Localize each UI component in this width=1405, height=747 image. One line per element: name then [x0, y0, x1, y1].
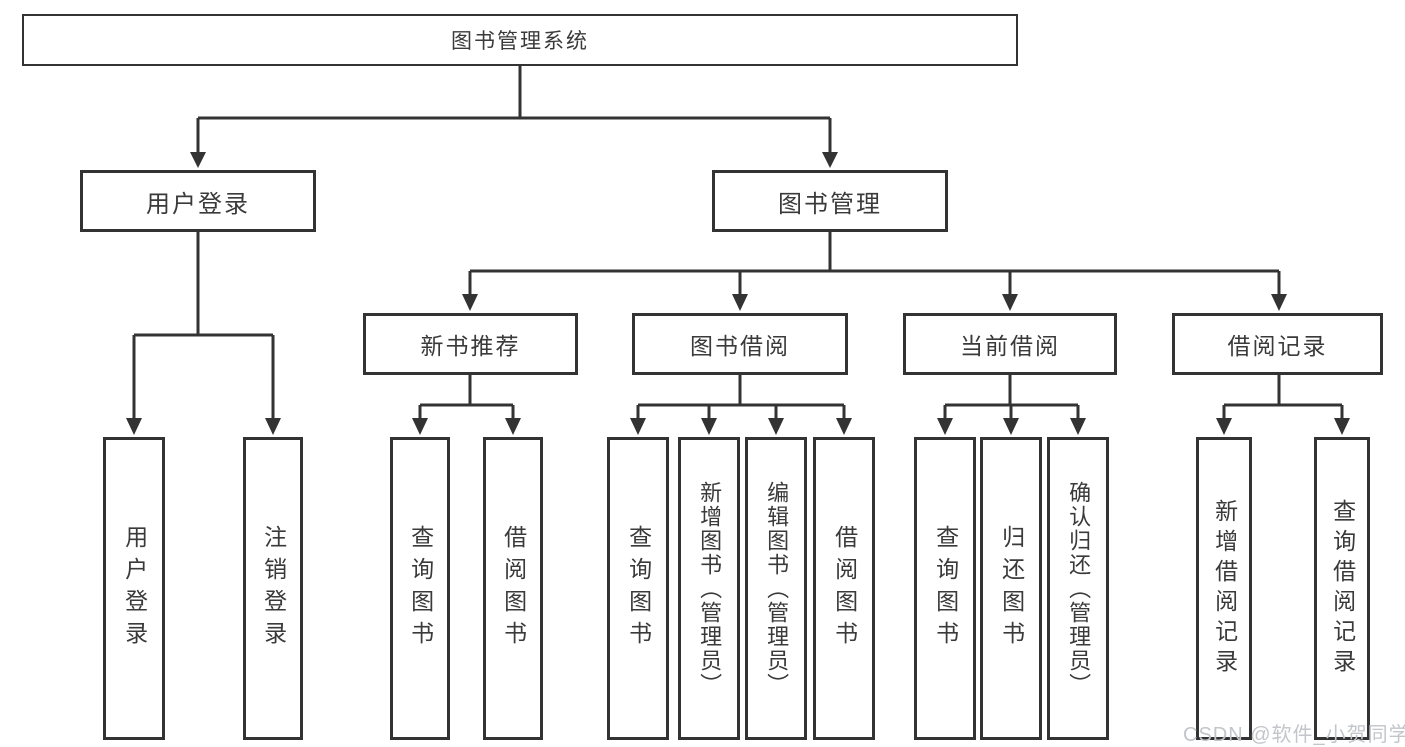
node-current-borrow-label: 当前借阅 [960, 333, 1060, 359]
leaf-borrow-books-recommend: 借阅图书 [483, 437, 543, 740]
node-user-login-label: 用户登录 [146, 190, 250, 218]
leaf-add-borrow-record-label: 新增借阅记录 [1211, 498, 1238, 679]
leaf-borrow-books-label: 借阅图书 [831, 524, 858, 653]
node-new-book-recommend: 新书推荐 [363, 313, 578, 375]
leaf-user-login: 用户登录 [103, 437, 165, 740]
connector-current-borrow-to-leaves [937, 375, 1086, 435]
leaf-query-borrow-record: 查询借阅记录 [1314, 437, 1370, 740]
node-root: 图书管理系统 [22, 14, 1018, 66]
leaf-return-books: 归还图书 [980, 437, 1042, 740]
node-root-label: 图书管理系统 [451, 30, 589, 53]
leaf-add-books-admin: 新增图书（管理员） [678, 437, 740, 740]
leaf-user-login-label: 用户登录 [121, 524, 148, 653]
node-borrow-records: 借阅记录 [1172, 313, 1383, 375]
leaf-query-books-borrow-label: 查询图书 [625, 524, 652, 653]
node-book-management-label: 图书管理 [778, 190, 882, 218]
node-new-book-recommend-label: 新书推荐 [420, 333, 521, 359]
leaf-borrow-books-recommend-label: 借阅图书 [500, 524, 527, 653]
leaf-logout: 注销登录 [243, 437, 303, 740]
leaf-borrow-books: 借阅图书 [813, 437, 875, 740]
leaf-query-books-borrow: 查询图书 [607, 437, 669, 740]
node-book-borrow: 图书借阅 [632, 313, 848, 375]
leaf-return-books-label: 归还图书 [998, 524, 1025, 653]
node-current-borrow: 当前借阅 [903, 313, 1117, 375]
connector-book-management-to-level3 [462, 232, 1287, 311]
leaf-edit-books-admin-label: 编辑图书（管理员） [764, 480, 790, 697]
leaf-add-borrow-record: 新增借阅记录 [1196, 437, 1252, 740]
leaf-confirm-return-admin: 确认归还（管理员） [1047, 437, 1109, 740]
leaf-query-books-current: 查询图书 [914, 437, 976, 740]
leaf-query-books-recommend: 查询图书 [390, 437, 450, 740]
node-book-management: 图书管理 [712, 170, 948, 232]
watermark: CSDN @软件_小贺同学 [1183, 724, 1405, 746]
leaf-query-books-recommend-label: 查询图书 [407, 524, 434, 653]
leaf-confirm-return-admin-label: 确认归还（管理员） [1066, 480, 1092, 697]
connector-new-book-to-leaves [412, 375, 521, 435]
leaf-edit-books-admin: 编辑图书（管理员） [745, 437, 807, 740]
connector-user-login-to-leaves [126, 232, 281, 435]
leaf-query-books-current-label: 查询图书 [932, 524, 959, 653]
leaf-add-books-admin-label: 新增图书（管理员） [697, 480, 723, 697]
node-borrow-records-label: 借阅记录 [1227, 333, 1328, 359]
node-user-login: 用户登录 [80, 170, 316, 232]
node-book-borrow-label: 图书借阅 [690, 333, 790, 359]
connector-root-to-level2 [190, 66, 838, 168]
leaf-query-borrow-record-label: 查询借阅记录 [1329, 498, 1356, 679]
leaf-logout-label: 注销登录 [260, 524, 287, 653]
connector-book-borrow-to-leaves [630, 375, 852, 435]
connector-borrow-records-to-leaves [1216, 375, 1350, 435]
